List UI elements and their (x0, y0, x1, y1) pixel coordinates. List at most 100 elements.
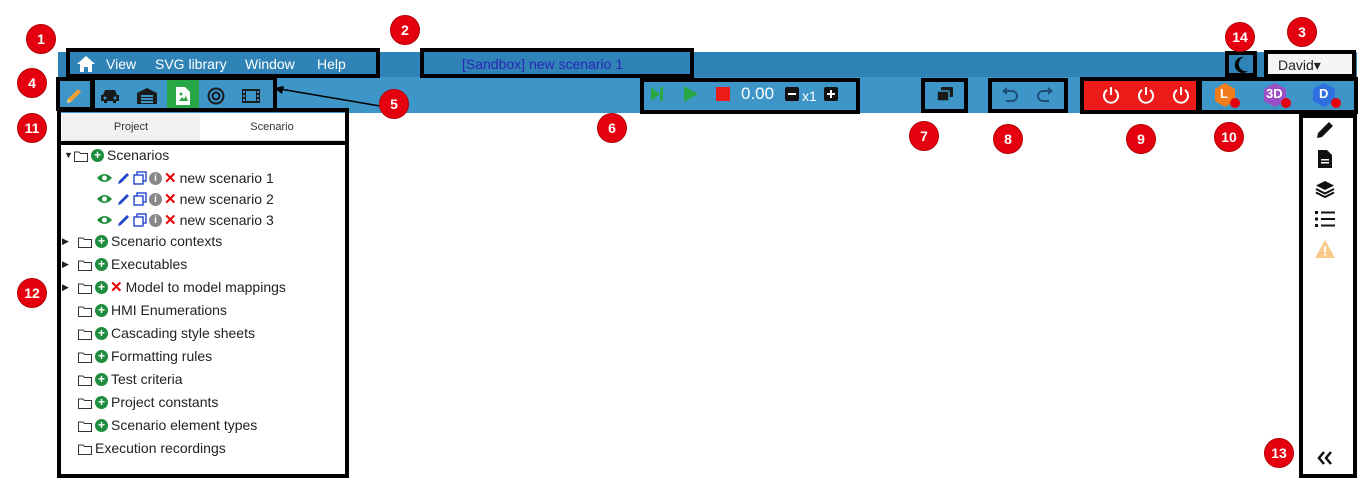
edit-icon[interactable] (116, 192, 131, 207)
layers-icon[interactable] (1312, 177, 1338, 201)
delete-icon[interactable]: ✕ (164, 191, 177, 208)
add-icon[interactable]: + (95, 372, 108, 386)
folder-icon (78, 260, 92, 271)
delete-icon[interactable]: ✕ (110, 279, 123, 296)
folder-icon (78, 237, 92, 248)
power-icon[interactable] (1135, 84, 1157, 106)
add-icon[interactable]: + (95, 234, 108, 248)
user-menu[interactable]: David▾ (1278, 57, 1321, 73)
tree-folder-css[interactable]: + Cascading style sheets (78, 323, 255, 343)
menu-help[interactable]: Help (317, 56, 346, 72)
edit-icon[interactable] (116, 213, 131, 228)
annotation-frame-power (1080, 77, 1200, 114)
tab-project[interactable]: Project (62, 113, 200, 141)
menu-view[interactable]: View (106, 56, 137, 72)
avatar-3d[interactable] (1262, 82, 1288, 108)
tree-folder-scenario-contexts[interactable]: ▶ + Scenario contexts (62, 231, 222, 251)
add-icon[interactable]: + (95, 395, 108, 409)
copy-icon[interactable] (133, 192, 147, 206)
add-icon[interactable]: + (95, 257, 108, 271)
folder-icon (78, 329, 92, 340)
annotation-badge-8: 8 (993, 124, 1023, 154)
power-icon[interactable] (1170, 84, 1192, 106)
tree-folder-element-types[interactable]: + Scenario element types (78, 415, 257, 435)
annotation-frame-windows (921, 78, 968, 113)
folder-icon (78, 444, 92, 455)
eye-icon[interactable] (96, 172, 113, 184)
tree-folder-executables[interactable]: ▶ + Executables (62, 254, 187, 274)
folder-icon (78, 375, 92, 386)
eye-icon[interactable] (96, 193, 113, 205)
copy-icon[interactable] (133, 171, 147, 185)
power-icon[interactable] (1100, 84, 1122, 106)
windows-icon[interactable] (934, 84, 956, 104)
tree-label: new scenario 3 (179, 212, 274, 228)
stop-icon[interactable] (714, 85, 732, 103)
eye-icon[interactable] (96, 214, 113, 226)
double-chevron-left-icon[interactable] (1312, 446, 1338, 470)
pencil-icon[interactable] (62, 84, 86, 108)
tree-item-scenario[interactable]: i ✕ new scenario 3 (96, 210, 274, 230)
speed-decrease-icon[interactable] (784, 86, 800, 102)
add-icon[interactable]: + (95, 326, 108, 340)
tab-scenario[interactable]: Scenario (200, 113, 344, 141)
folder-icon (78, 283, 92, 294)
film-icon[interactable] (239, 84, 263, 108)
undo-icon[interactable] (998, 84, 1022, 106)
tree-item-scenario[interactable]: i ✕ new scenario 1 (96, 168, 274, 188)
tree-label: Scenarios (107, 147, 170, 163)
annotation-frame-menu (66, 48, 380, 78)
annotation-frame-user (1264, 50, 1356, 78)
tree-folder-scenarios[interactable]: ▼ + Scenarios (64, 145, 169, 165)
add-icon[interactable]: + (95, 303, 108, 317)
document-image-icon[interactable] (171, 84, 195, 108)
tree-label: new scenario 2 (179, 191, 274, 207)
tree-folder-test-criteria[interactable]: + Test criteria (78, 369, 183, 389)
delete-icon[interactable]: ✕ (164, 212, 177, 229)
document-icon[interactable] (1312, 147, 1338, 171)
annotation-badge-5: 5 (379, 89, 409, 119)
annotation-badge-4: 4 (17, 68, 47, 98)
info-icon[interactable]: i (149, 192, 162, 206)
avatar-d[interactable] (1311, 82, 1337, 108)
caret-right-icon[interactable]: ▶ (62, 281, 69, 292)
step-forward-icon[interactable] (648, 84, 666, 104)
redo-icon[interactable] (1033, 84, 1057, 106)
status-dot (1281, 98, 1291, 108)
tree-folder-model-mappings[interactable]: ▶ + ✕ Model to model mappings (62, 277, 286, 297)
warning-icon[interactable] (1312, 237, 1338, 261)
info-icon[interactable]: i (149, 213, 162, 227)
caret-down-icon[interactable]: ▼ (64, 150, 73, 160)
copy-icon[interactable] (133, 213, 147, 227)
play-icon[interactable] (681, 84, 701, 104)
speed-increase-icon[interactable] (823, 86, 839, 102)
caret-right-icon[interactable]: ▶ (62, 258, 69, 269)
annotation-frame-undo-redo (988, 78, 1068, 113)
menu-svg-library[interactable]: SVG library (155, 56, 227, 72)
window-title: [Sandbox] new scenario 1 (462, 56, 624, 72)
tree-folder-hmi-enumerations[interactable]: + HMI Enumerations (78, 300, 227, 320)
add-icon[interactable]: + (95, 280, 108, 294)
annotation-frame-sidebar (1299, 114, 1357, 478)
tree-item-scenario[interactable]: i ✕ new scenario 2 (96, 189, 274, 209)
tree-folder-execution-recordings[interactable]: Execution recordings (78, 438, 226, 458)
list-icon[interactable] (1312, 207, 1338, 231)
delete-icon[interactable]: ✕ (164, 170, 177, 187)
menu-window[interactable]: Window (245, 56, 295, 72)
caret-right-icon[interactable]: ▶ (62, 235, 69, 246)
tree-label: new scenario 1 (179, 170, 274, 186)
edit-icon[interactable] (116, 171, 131, 186)
garage-icon[interactable] (134, 84, 160, 108)
car-icon[interactable] (98, 84, 122, 108)
pencil-icon[interactable] (1312, 118, 1338, 142)
add-icon[interactable]: + (95, 418, 108, 432)
add-icon[interactable]: + (91, 148, 104, 162)
add-icon[interactable]: + (95, 349, 108, 363)
moon-icon[interactable] (1232, 55, 1250, 75)
info-icon[interactable]: i (149, 171, 162, 185)
target-icon[interactable] (204, 84, 228, 108)
tree-folder-formatting-rules[interactable]: + Formatting rules (78, 346, 212, 366)
tree-folder-project-constants[interactable]: + Project constants (78, 392, 218, 412)
home-icon[interactable] (75, 54, 97, 74)
tree-label: Model to model mappings (125, 279, 286, 295)
